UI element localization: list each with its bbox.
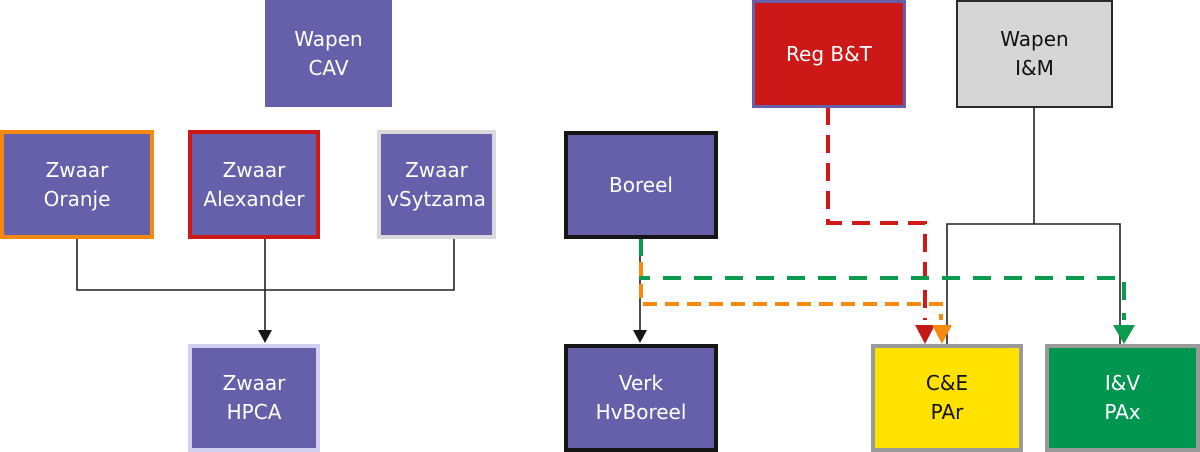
node-label: PAr — [930, 400, 964, 424]
edge-regbt-to-ce-dashed — [826, 107, 927, 320]
node-boreel: Boreel — [564, 131, 718, 239]
arrowhead-orange — [932, 325, 952, 344]
arrowhead-green — [1113, 325, 1135, 344]
node-label: Oranje — [43, 186, 111, 211]
node-label: CAV — [308, 55, 349, 80]
node-label: Alexander — [203, 186, 305, 211]
node-label: I&V — [1104, 371, 1141, 395]
node-reg-bt: Reg B&T — [752, 0, 906, 108]
node-iv-pax: I&V PAx — [1045, 344, 1200, 452]
node-label: Wapen — [1000, 27, 1069, 51]
edge-boreel-to-ce-dashed — [639, 262, 943, 320]
node-label: I&M — [1015, 56, 1054, 80]
node-label: HPCA — [226, 400, 282, 424]
arrowhead-red — [915, 325, 935, 344]
node-label: Zwaar — [45, 157, 109, 182]
node-zwaar-vsytzama: Zwaar vSytzama — [377, 130, 496, 239]
edge-boreel-to-iv-dashed — [639, 238, 1126, 320]
node-wapen-im: Wapen I&M — [956, 0, 1113, 108]
node-label: Reg B&T — [786, 41, 872, 66]
node-label: Verk — [618, 371, 664, 395]
node-label: Zwaar — [222, 157, 286, 182]
node-zwaar-oranje: Zwaar Oranje — [0, 130, 154, 239]
node-label: PAx — [1104, 400, 1141, 424]
node-label: Boreel — [609, 172, 673, 197]
arrowhead-verk — [633, 330, 647, 343]
node-verk-hvboreel: Verk HvBoreel — [564, 344, 718, 452]
left-tree-connectors — [76, 238, 455, 330]
node-label: C&E — [925, 371, 969, 395]
node-wapen-cav: Wapen CAV — [265, 0, 392, 107]
node-label: Wapen — [294, 26, 363, 51]
arrowhead-hpca — [258, 330, 272, 343]
node-label: Zwaar — [222, 371, 286, 395]
node-ce-par: C&E PAr — [871, 344, 1023, 452]
node-label: vSytzama — [387, 186, 486, 211]
node-zwaar-alexander: Zwaar Alexander — [188, 130, 320, 239]
node-label: HvBoreel — [595, 400, 687, 424]
im-connectors — [946, 107, 1121, 345]
node-label: Zwaar — [405, 157, 468, 182]
node-zwaar-hpca: Zwaar HPCA — [188, 344, 320, 452]
